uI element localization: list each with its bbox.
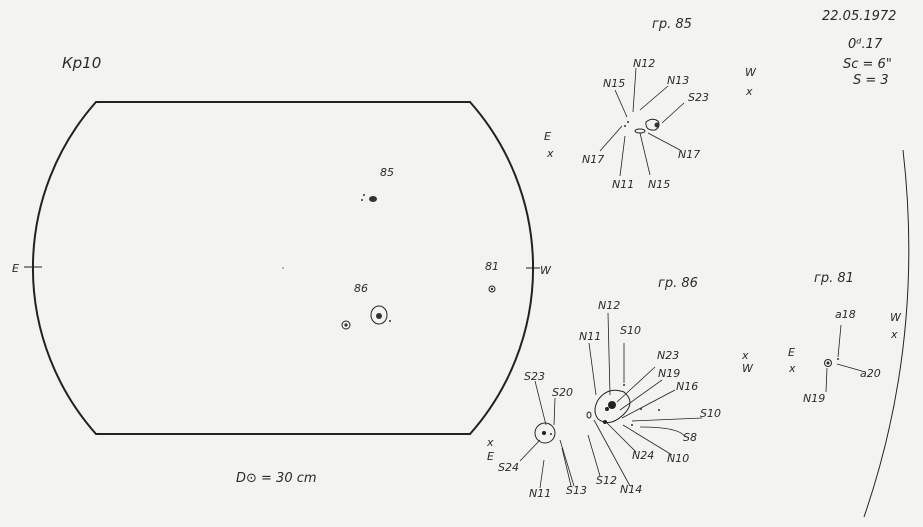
limb-arc bbox=[863, 149, 910, 518]
group85-west: W bbox=[745, 66, 757, 79]
group86-label: N10 bbox=[667, 452, 689, 465]
cross-mark: x bbox=[546, 147, 554, 160]
group85-label: N15 bbox=[603, 77, 625, 90]
disk-group-86-label: 86 bbox=[354, 282, 368, 295]
group85-title: гр. 85 bbox=[652, 17, 692, 32]
group81-spots bbox=[824, 358, 839, 367]
disk-group-85-label: 85 bbox=[380, 166, 394, 179]
group81-label: a20 bbox=[860, 367, 881, 380]
group86-east: E bbox=[487, 450, 494, 463]
cross-mark: x bbox=[788, 362, 796, 375]
group86-label: N12 bbox=[598, 299, 620, 312]
disk-group-81-spots bbox=[488, 285, 496, 293]
cross-mark: x bbox=[486, 436, 494, 449]
group85-label: N12 bbox=[633, 57, 655, 70]
group81-label: N19 bbox=[803, 392, 825, 405]
group86-label: S13 bbox=[566, 484, 587, 497]
group86-leader-lines bbox=[519, 312, 703, 489]
group81-label: a18 bbox=[835, 308, 856, 321]
disk-center-mark bbox=[282, 267, 284, 269]
disk-group-81-label: 81 bbox=[485, 260, 499, 273]
group86-label: N14 bbox=[620, 483, 642, 496]
cross-mark: x bbox=[890, 328, 898, 341]
observation-date: 22.05.1972 bbox=[822, 9, 896, 24]
group85-leader-lines bbox=[599, 67, 685, 177]
group86-west: W bbox=[742, 362, 754, 375]
group86-label: N11 bbox=[529, 487, 551, 500]
group86-label: S20 bbox=[552, 386, 573, 399]
group81-west: W bbox=[890, 311, 902, 324]
disk-west-label: W bbox=[540, 264, 552, 277]
observatory-code: Кр10 bbox=[62, 54, 101, 72]
group85-label: N15 bbox=[648, 178, 670, 191]
group86-label: N23 bbox=[657, 349, 679, 362]
quality-value: S = 3 bbox=[853, 73, 889, 88]
disk-diameter: D⊙ = 30 cm bbox=[236, 471, 317, 486]
group86-label: N24 bbox=[632, 449, 654, 462]
disk-group-86-spots bbox=[341, 305, 391, 330]
solar-disk-outline bbox=[31, 101, 535, 435]
group81-east: E bbox=[788, 346, 795, 359]
group85-spots bbox=[624, 118, 660, 134]
disk-group-85-spots bbox=[361, 194, 377, 202]
cross-mark: x bbox=[741, 349, 749, 362]
group86-label: N11 bbox=[579, 330, 601, 343]
group86-label: S12 bbox=[596, 474, 617, 487]
group81-leader-lines bbox=[825, 324, 863, 393]
group86-label: N19 bbox=[658, 367, 680, 380]
group86-label: S8 bbox=[683, 431, 697, 444]
group85-label: N17 bbox=[678, 148, 700, 161]
group85-label: N17 bbox=[582, 153, 604, 166]
disk-east-label: E bbox=[12, 262, 19, 275]
group85-east: E bbox=[544, 130, 551, 143]
group85-label: N11 bbox=[612, 178, 634, 191]
observation-time: 0ᵈ.17 bbox=[848, 37, 883, 52]
group86-title: гр. 86 bbox=[658, 276, 698, 291]
group81-title: гр. 81 bbox=[814, 271, 854, 286]
group86-spots bbox=[534, 384, 660, 444]
seeing-value: Sc = 6" bbox=[843, 57, 892, 72]
group86-label: S24 bbox=[498, 461, 519, 474]
group86-label: S10 bbox=[620, 324, 641, 337]
group86-label: N16 bbox=[676, 380, 698, 393]
group86-label: S10 bbox=[700, 407, 721, 420]
cross-mark: x bbox=[745, 85, 753, 98]
group86-label: S23 bbox=[524, 370, 545, 383]
group85-label: S23 bbox=[688, 91, 709, 104]
group85-label: N13 bbox=[667, 74, 689, 87]
